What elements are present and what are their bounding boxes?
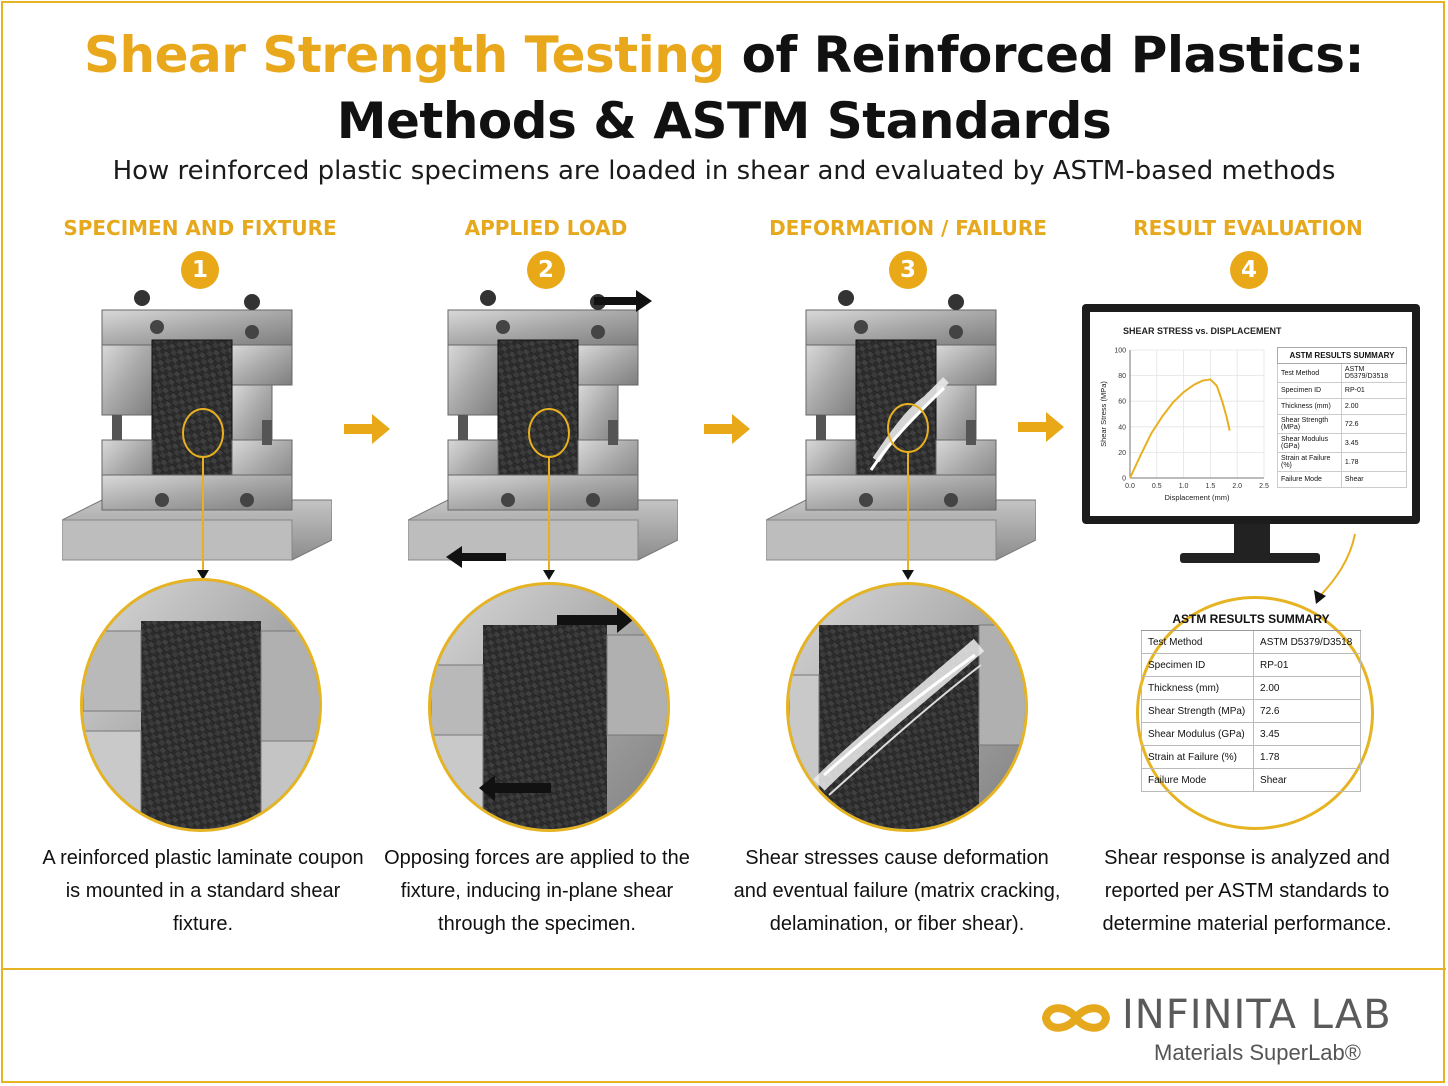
row-value: RP-01	[1253, 653, 1361, 677]
x-tick-label: 0.5	[1152, 483, 1162, 490]
table-row: Strain at Failure (%)1.78	[1140, 745, 1361, 769]
page-title: Shear Strength Testing of Reinforced Pla…	[0, 22, 1448, 154]
row-value: 72.6	[1340, 414, 1408, 434]
row-value: 2.00	[1340, 398, 1408, 415]
results-title: ASTM RESULTS SUMMARY	[1277, 347, 1407, 364]
title-line1: of Reinforced Plastics:	[724, 26, 1365, 84]
step-2-title: APPLIED LOAD	[464, 216, 628, 240]
step-3-title: DEFORMATION / FAILURE	[769, 216, 1047, 240]
row-value: ASTM D5379/D3518	[1340, 363, 1408, 383]
step-1-caption: A reinforced plastic laminate coupon is …	[42, 847, 364, 935]
row-value: 72.6	[1253, 699, 1361, 723]
row-value: Shear	[1253, 768, 1361, 792]
row-value: 3.45	[1253, 722, 1361, 746]
monitor-stand	[1234, 524, 1270, 556]
step-2-caption: Opposing forces are applied to the fixtu…	[384, 847, 690, 935]
x-axis-label: Displacement (mm)	[1164, 493, 1230, 502]
row-label: Shear Modulus (GPa)	[1277, 433, 1342, 453]
flow-arrow-1	[344, 414, 390, 444]
step-3-number: 3	[889, 251, 927, 289]
y-tick-label: 100	[1114, 348, 1126, 355]
row-label: Specimen ID	[1140, 653, 1255, 677]
row-value: RP-01	[1340, 382, 1408, 399]
row-label: Thickness (mm)	[1277, 398, 1342, 415]
table-row: Thickness (mm)2.00	[1277, 398, 1408, 415]
x-tick-label: 2.5	[1259, 483, 1269, 490]
y-axis-label: Shear Stress (MPa)	[1099, 381, 1108, 447]
infinity-icon	[1041, 1004, 1111, 1032]
table-row: Thickness (mm)2.00	[1140, 676, 1361, 700]
brand-name: INFINITA LAB	[1122, 992, 1392, 1038]
zoom-circle-1	[80, 578, 322, 832]
flow-arrow-2	[704, 414, 750, 444]
row-label: Test Method	[1277, 363, 1342, 383]
monitor-base	[1180, 553, 1320, 563]
step-3-caption: Shear stresses cause deformation and eve…	[733, 847, 1061, 935]
row-label: Failure Mode	[1140, 768, 1255, 792]
row-value: ASTM D5379/D3518	[1253, 630, 1361, 654]
results-zoom-title: ASTM RESULTS SUMMARY	[1141, 606, 1361, 631]
row-label: Thickness (mm)	[1140, 676, 1255, 700]
row-label: Failure Mode	[1277, 471, 1342, 488]
row-label: Strain at Failure (%)	[1277, 452, 1342, 472]
step-4-number: 4	[1230, 251, 1268, 289]
row-label: Test Method	[1140, 630, 1255, 654]
y-tick-label: 0	[1122, 476, 1126, 483]
flow-arrow-3	[1018, 412, 1064, 442]
title-line2: Methods & ASTM Standards	[336, 92, 1112, 150]
y-tick-label: 80	[1118, 373, 1126, 380]
chart-title: SHEAR STRESS vs. DISPLACEMENT	[1123, 326, 1282, 336]
title-accent: Shear Strength Testing	[84, 26, 725, 84]
x-tick-label: 1.5	[1206, 483, 1216, 490]
stress-displacement-chart: 0 20 40 60 80 100 0.0 0.5 1.0 1.5 2.0 2.5Displaceme…	[1099, 348, 1269, 503]
brand-tagline: Materials SuperLab®	[1154, 1040, 1361, 1065]
row-value: Shear	[1340, 471, 1408, 488]
row-value: 1.78	[1253, 745, 1361, 769]
page-subtitle: How reinforced plastic specimens are loa…	[112, 156, 1336, 186]
step-1-title: SPECIMEN AND FIXTURE	[63, 216, 337, 240]
x-tick-label: 1.0	[1179, 483, 1189, 490]
row-label: Shear Strength (MPa)	[1140, 699, 1255, 723]
y-tick-label: 60	[1118, 399, 1126, 406]
series-line	[1129, 378, 1231, 479]
x-tick-label: 2.0	[1232, 483, 1242, 490]
y-tick-label: 40	[1118, 424, 1126, 431]
row-value: 1.78	[1340, 452, 1408, 472]
row-label: Strain at Failure (%)	[1140, 745, 1255, 769]
zoom-circle-3	[786, 582, 1028, 832]
table-row: Shear Modulus (GPa)3.45	[1140, 722, 1361, 746]
row-label: Shear Modulus (GPa)	[1140, 722, 1255, 746]
x-tick-label: 0.0	[1125, 483, 1135, 490]
row-value: 2.00	[1253, 676, 1361, 700]
table-row: Shear Strength (MPa)72.6	[1140, 699, 1361, 723]
brand-logo: INFINITA LAB Materials SuperLab®	[1040, 992, 1400, 1072]
y-tick-label: 20	[1118, 450, 1126, 457]
row-label: Shear Strength (MPa)	[1277, 414, 1342, 434]
zoom-circle-2	[428, 582, 670, 832]
load-arrow-right	[594, 290, 652, 312]
table-row: Strain at Failure (%)1.78	[1277, 452, 1408, 472]
step-1-number: 1	[181, 251, 219, 289]
fixture-image-3	[766, 290, 1036, 570]
step-4-caption: Shear response is analyzed and reported …	[1102, 847, 1392, 935]
table-row: Shear Modulus (GPa)3.45	[1277, 433, 1408, 453]
table-row: Shear Strength (MPa)72.6	[1277, 414, 1408, 434]
step-4-title: RESULT EVALUATION	[1133, 216, 1363, 240]
step-2-number: 2	[527, 251, 565, 289]
row-value: 3.45	[1340, 433, 1408, 453]
footer-divider	[2, 968, 1446, 970]
load-arrow-left	[446, 546, 506, 568]
row-label: Specimen ID	[1277, 382, 1342, 399]
